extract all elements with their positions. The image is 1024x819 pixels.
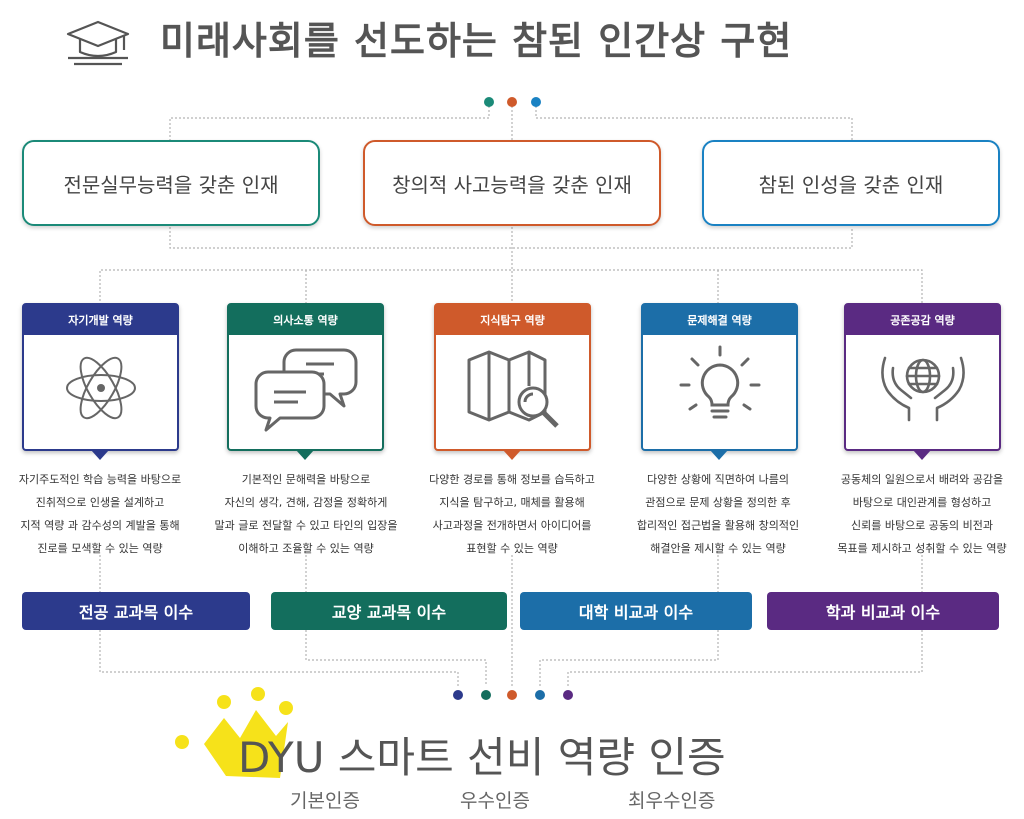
dot <box>507 685 517 704</box>
graduation-cap-icon <box>62 16 134 76</box>
speech-bubbles-icon <box>254 342 358 438</box>
card-pointer <box>296 450 314 460</box>
talent-box-professional: 전문실무능력을 갖춘 인재 <box>22 140 320 226</box>
competency-card-problem-solving: 문제해결 역량 <box>641 303 798 451</box>
page-title: 미래사회를 선도하는 참된 인간상 구현 <box>160 19 793 63</box>
program-pill-university-extracurricular: 대학 비교과 이수 <box>520 592 752 630</box>
competency-card-self-development: 자기개발 역량 <box>22 303 179 451</box>
certification-level-basic: 기본인증 <box>290 790 360 812</box>
card-header: 자기개발 역량 <box>24 305 177 335</box>
card-pointer <box>710 450 728 460</box>
talent-box-character: 참된 인성을 갖춘 인재 <box>702 140 1000 226</box>
card-pointer <box>913 450 931 460</box>
atom-icon <box>61 348 141 432</box>
dot <box>507 92 517 111</box>
competency-card-knowledge-inquiry: 지식탐구 역량 <box>434 303 591 451</box>
competency-description: 다양한 상황에 직면하여 나름의 관점으로 문제 상황을 정의한 후 합리적인 … <box>636 473 800 555</box>
competency-description: 기본적인 문해력을 바탕으로 자신의 생각, 견해, 감정을 정확하게 말과 글… <box>214 473 398 555</box>
competency-card-coexistence-empathy: 공존공감 역량 <box>844 303 1001 451</box>
dot <box>484 92 494 111</box>
talent-box-creative: 창의적 사고능력을 갖춘 인재 <box>363 140 661 226</box>
talent-box-label: 전문실무능력을 갖춘 인재 <box>63 172 279 197</box>
dot <box>535 685 545 704</box>
lightbulb-icon <box>675 343 765 437</box>
crown-icon <box>168 684 308 788</box>
dot <box>481 685 491 704</box>
card-pointer <box>91 450 109 460</box>
program-pill-major-courses: 전공 교과목 이수 <box>22 592 250 630</box>
program-pill-department-extracurricular: 학과 비교과 이수 <box>767 592 999 630</box>
program-pill-liberal-arts: 교양 교과목 이수 <box>271 592 507 630</box>
card-header: 지식탐구 역량 <box>436 305 589 335</box>
certification-level-excellent: 우수인증 <box>460 790 530 812</box>
certification-title: DYU 스마트 선비 역량 인증 <box>238 733 726 782</box>
competency-description: 자기주도적인 학습 능력을 바탕으로 진취적으로 인생을 설계하고 지적 역량 … <box>18 473 182 555</box>
map-magnifier-icon <box>463 346 563 434</box>
talent-box-label: 창의적 사고능력을 갖춘 인재 <box>392 172 632 197</box>
card-header: 문제해결 역량 <box>643 305 796 335</box>
dot <box>531 92 541 111</box>
dot <box>453 685 463 704</box>
card-pointer <box>503 450 521 460</box>
certification-level-top: 최우수인증 <box>628 790 716 812</box>
competency-description: 다양한 경로를 통해 정보를 습득하고 지식을 탐구하고, 매체를 활용해 사고… <box>429 473 595 555</box>
hands-globe-icon <box>873 346 973 434</box>
card-header: 공존공감 역량 <box>846 305 999 335</box>
card-header: 의사소통 역량 <box>229 305 382 335</box>
competency-description: 공동체의 일원으로서 배려와 공감을 바탕으로 대인관계를 형성하고 신뢰를 바… <box>837 473 1007 555</box>
dot <box>563 685 573 704</box>
talent-box-label: 참된 인성을 갖춘 인재 <box>758 172 944 197</box>
competency-card-communication: 의사소통 역량 <box>227 303 384 451</box>
